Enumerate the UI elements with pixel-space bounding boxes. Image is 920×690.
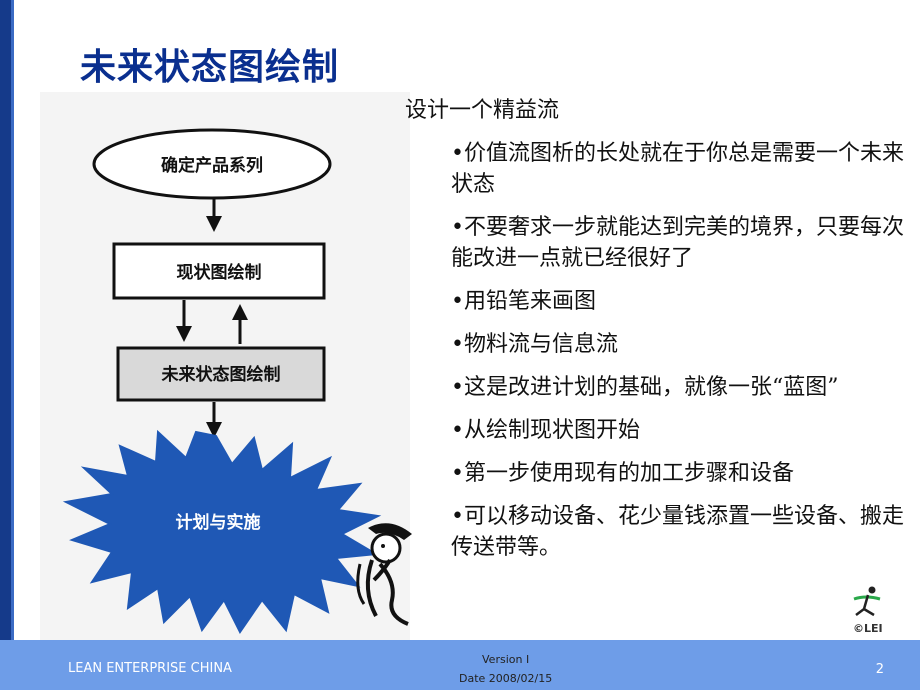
arrow-down-3-head: [206, 422, 222, 438]
arrow-down-2-head: [176, 326, 192, 342]
bullet-item: •可以移动设备、花少量钱添置一些设备、搬走传送带等。: [451, 504, 904, 560]
footer-version: Version I: [482, 653, 530, 666]
product-family-label: 确定产品系列: [161, 155, 263, 176]
left-accent-bar: [0, 0, 11, 640]
page-number: 2: [875, 662, 884, 677]
bullet-item: •第一步使用现有的加工步骤和设备: [451, 461, 794, 486]
bullet-item: •物料流与信息流: [451, 332, 618, 357]
left-accent-stripe: [11, 0, 14, 640]
arrow-up-head: [232, 304, 248, 320]
content-heading: 设计一个精益流: [405, 98, 560, 123]
footer-date: Date 2008/02/15: [459, 672, 553, 685]
bullet-item: •不要奢求一步就能达到完美的境界，只要每次能改进一点就已经很好了: [451, 215, 904, 271]
current-state-label: 现状图绘制: [177, 262, 262, 283]
bullet-list: •价值流图析的长处就在于你总是需要一个未来状态 •不要奢求一步就能达到完美的境界…: [405, 138, 905, 563]
flow-diagram: 确定产品系列 现状图绘制 未来状态图绘制 计划与实施: [62, 128, 382, 634]
implementation-label: 计划与实施: [176, 512, 261, 533]
bullet-item: •价值流图析的长处就在于你总是需要一个未来状态: [451, 141, 904, 197]
product-family-oval: [92, 128, 332, 200]
bullet-item: •这是改进计划的基础，就像一张“蓝图”: [451, 375, 839, 400]
footer-organization: LEAN ENTERPRISE CHINA: [68, 661, 232, 676]
slide-title: 未来状态图绘制: [80, 47, 340, 88]
bullet-item: •用铅笔来画图: [451, 289, 596, 314]
arrow-down-1-head: [206, 216, 222, 232]
lei-logo-text: ©LEI: [853, 622, 883, 635]
future-state-label: 未来状态图绘制: [161, 364, 281, 385]
bullet-item: •从绘制现状图开始: [451, 418, 640, 443]
thinking-person-illustration: [356, 523, 412, 626]
implementation-starburst: [62, 429, 382, 634]
lei-logo-icon: [853, 586, 881, 617]
footer-bar: LEAN ENTERPRISE CHINA Version I Date 200…: [0, 640, 920, 690]
slide-content: 设计一个精益流 •价值流图析的长处就在于你总是需要一个未来状态 •不要奢求一步就…: [405, 92, 905, 575]
current-state-box: [112, 242, 326, 300]
future-state-box: [116, 346, 326, 402]
